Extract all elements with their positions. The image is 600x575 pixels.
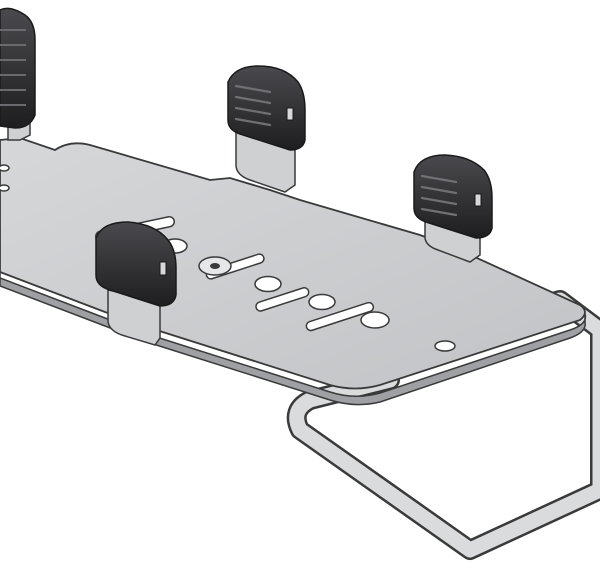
bracket-front-left: [95, 221, 177, 346]
plate-holes: [0, 164, 456, 352]
wire-handle: [286, 290, 600, 560]
bracket-back-right: [413, 154, 493, 263]
bracket-back-middle: [227, 65, 306, 193]
screw: [198, 256, 232, 276]
bracket-back-left: [0, 7, 36, 141]
